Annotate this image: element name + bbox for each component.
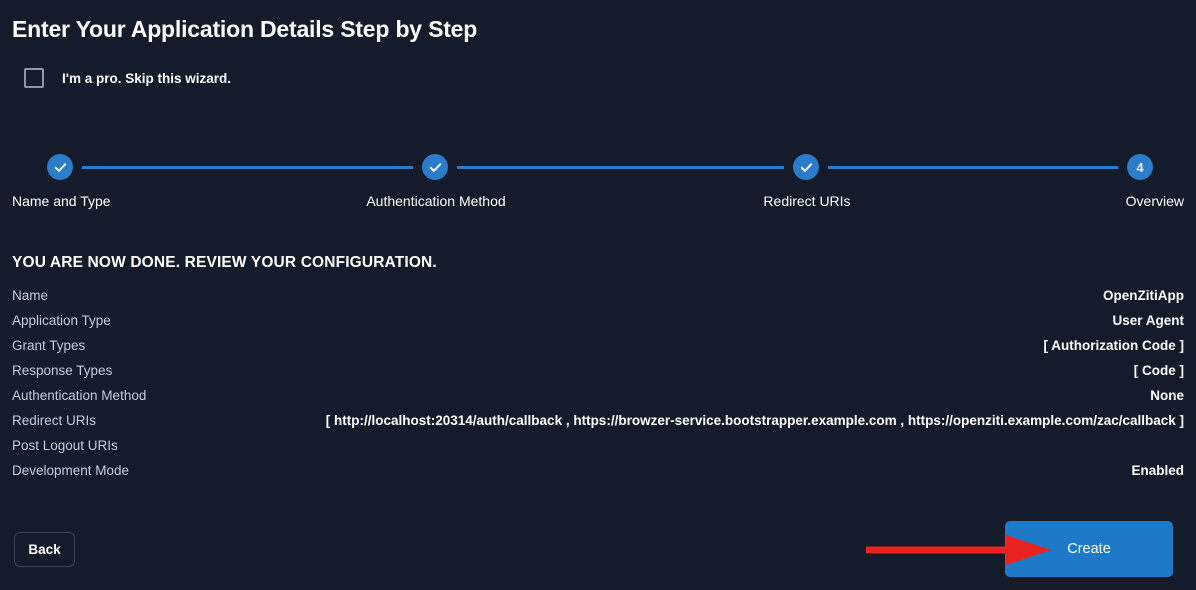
summary-row-post-logout-uris: Post Logout URIs	[12, 438, 1184, 463]
summary-label: Name	[12, 288, 49, 303]
step-number-overview: 4	[1136, 159, 1144, 175]
check-icon	[54, 162, 66, 172]
step-node-authentication-method[interactable]	[422, 154, 448, 180]
summary-row-grant-types: Grant Types [ Authorization Code ]	[12, 338, 1184, 363]
step-label-name-and-type: Name and Type	[12, 193, 111, 209]
step-node-name-and-type[interactable]	[47, 154, 73, 180]
step-label-overview: Overview	[1125, 193, 1184, 209]
summary-value: [ Authorization Code ]	[1043, 338, 1184, 353]
step-connector-2-3	[457, 166, 784, 169]
summary-value: None	[1150, 388, 1184, 403]
summary-row-response-types: Response Types [ Code ]	[12, 363, 1184, 388]
step-label-redirect-uris: Redirect URIs	[763, 193, 851, 209]
summary-value: OpenZitiApp	[1103, 288, 1184, 303]
check-icon	[800, 162, 812, 172]
summary-row-application-type: Application Type User Agent	[12, 313, 1184, 338]
summary-value: Enabled	[1131, 463, 1184, 478]
review-heading: YOU ARE NOW DONE. REVIEW YOUR CONFIGURAT…	[12, 254, 437, 271]
summary-label: Grant Types	[12, 338, 86, 353]
skip-wizard-label: I'm a pro. Skip this wizard.	[62, 70, 231, 86]
summary-label: Development Mode	[12, 463, 130, 478]
summary-value: [ Code ]	[1133, 363, 1184, 378]
summary-value: [ http://localhost:20314/auth/callback ,…	[325, 413, 1184, 428]
summary-row-authentication-method: Authentication Method None	[12, 388, 1184, 413]
skip-wizard-row: I'm a pro. Skip this wizard.	[24, 68, 231, 88]
summary-label: Post Logout URIs	[12, 438, 118, 453]
summary-row-redirect-uris: Redirect URIs [ http://localhost:20314/a…	[12, 413, 1184, 438]
summary-label: Authentication Method	[12, 388, 147, 403]
summary-row-name: Name OpenZitiApp	[12, 288, 1184, 313]
step-connector-1-2	[82, 166, 413, 169]
page-title: Enter Your Application Details Step by S…	[12, 16, 478, 42]
skip-wizard-checkbox[interactable]	[24, 68, 44, 88]
summary-label: Redirect URIs	[12, 413, 97, 428]
create-button[interactable]: Create	[1005, 521, 1173, 577]
wizard-stepper: Name and Type Authentication Method Redi…	[0, 154, 1196, 214]
summary-row-development-mode: Development Mode Enabled	[12, 463, 1184, 488]
step-node-overview[interactable]: 4	[1127, 154, 1153, 180]
step-label-authentication-method: Authentication Method	[366, 193, 506, 209]
summary-value: User Agent	[1112, 313, 1184, 328]
configuration-summary: Name OpenZitiApp Application Type User A…	[12, 288, 1184, 488]
back-button[interactable]: Back	[14, 532, 75, 567]
step-node-redirect-uris[interactable]	[793, 154, 819, 180]
check-icon	[429, 162, 441, 172]
step-connector-3-4	[828, 166, 1118, 169]
summary-label: Application Type	[12, 313, 111, 328]
summary-label: Response Types	[12, 363, 113, 378]
